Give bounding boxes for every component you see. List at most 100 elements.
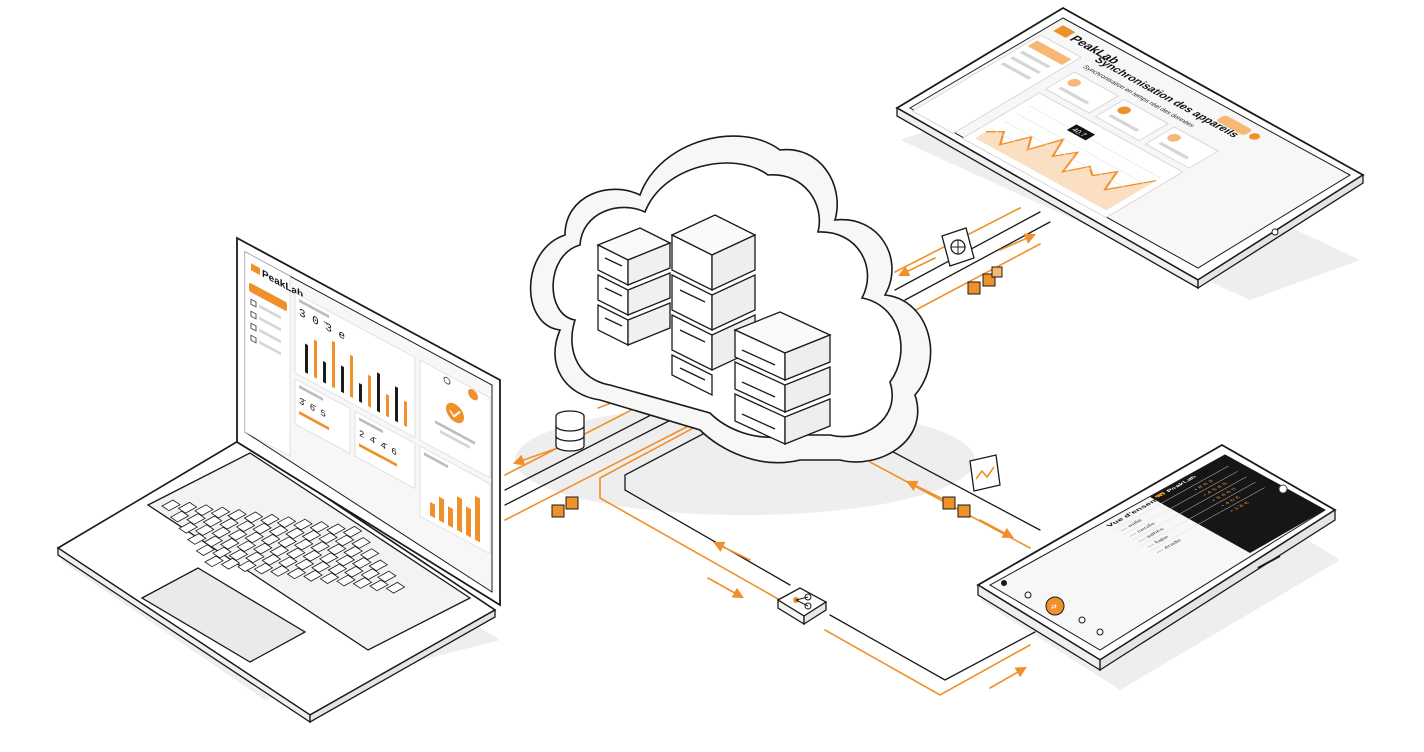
- keyboard-key[interactable]: [260, 513, 280, 526]
- keyboard-key[interactable]: [204, 555, 224, 568]
- keyboard-key[interactable]: [352, 557, 372, 569]
- phone-row-divider: [1122, 471, 1238, 536]
- keyboard-key[interactable]: [178, 521, 198, 534]
- phone-nav-icon-2[interactable]: [1024, 591, 1032, 599]
- keyboard-key[interactable]: [237, 560, 257, 572]
- keyboard-key[interactable]: [327, 563, 348, 576]
- keyboard-key[interactable]: [336, 574, 356, 587]
- keyboard-key[interactable]: [326, 523, 346, 536]
- keyboard-key[interactable]: [318, 532, 338, 544]
- keyboard-key[interactable]: [227, 509, 247, 521]
- settings-icon[interactable]: [443, 376, 451, 385]
- keyboard-key[interactable]: [310, 541, 330, 553]
- keyboard-key[interactable]: [360, 568, 381, 580]
- keyboard-key[interactable]: [343, 545, 363, 558]
- nav-icon-3[interactable]: [250, 322, 257, 332]
- arrow-to-tablet: [999, 233, 1037, 251]
- keyboard-key[interactable]: [212, 546, 232, 559]
- phone: PeakLab Vue d'ensemble 3 0̆ 5 € — mill̆è…: [976, 443, 1337, 672]
- keyboard-key[interactable]: [268, 525, 289, 537]
- keyboard-key[interactable]: [269, 545, 290, 557]
- phone-home-icon[interactable]: [1001, 580, 1007, 586]
- keyboard-key[interactable]: [252, 522, 272, 535]
- tablet-nav-active[interactable]: [1027, 40, 1072, 66]
- trackpad: [140, 567, 307, 663]
- keyboard-key[interactable]: [303, 569, 323, 582]
- keyboard-key[interactable]: [220, 537, 240, 550]
- keyboard-key[interactable]: [220, 557, 241, 570]
- phone-fab-button[interactable]: [1045, 596, 1065, 616]
- keyboard-key[interactable]: [293, 538, 314, 551]
- keyboard-key[interactable]: [194, 504, 214, 516]
- keyboard-key[interactable]: [309, 521, 330, 533]
- keyboard-key[interactable]: [195, 544, 216, 556]
- keyboard-key[interactable]: [351, 537, 371, 549]
- keyboard-key[interactable]: [227, 529, 248, 541]
- keyboard-key[interactable]: [253, 562, 274, 575]
- keyboard-key[interactable]: [293, 518, 313, 531]
- keyboard-key[interactable]: [243, 511, 264, 524]
- cloud-server: [529, 135, 932, 464]
- tablet-action-button[interactable]: [1215, 115, 1253, 136]
- keyboard-key[interactable]: [236, 540, 257, 552]
- keyboard-key[interactable]: [161, 499, 181, 512]
- keyboard-key[interactable]: [203, 535, 224, 548]
- keyboard-key[interactable]: [385, 581, 406, 594]
- keyboard-key[interactable]: [359, 548, 380, 560]
- keyboard-key[interactable]: [245, 551, 265, 564]
- laptop-mini-bar: [430, 501, 435, 519]
- sidebar-item-active[interactable]: [249, 282, 287, 311]
- keyboard-key[interactable]: [228, 549, 249, 561]
- menu-icon[interactable]: [250, 298, 257, 308]
- keyboard-key[interactable]: [342, 525, 363, 538]
- keyboard-key[interactable]: [344, 565, 364, 578]
- keyboard-key[interactable]: [194, 524, 215, 536]
- arrow-to-phone: [979, 519, 1014, 539]
- keyboard-key[interactable]: [210, 506, 231, 519]
- keyboard-key[interactable]: [219, 517, 239, 530]
- keyboard-key[interactable]: [368, 559, 389, 572]
- keyboard-key[interactable]: [352, 577, 373, 589]
- tablet-chart-gridline: [1016, 113, 1149, 186]
- keyboard-key[interactable]: [177, 501, 198, 514]
- keyboard-key[interactable]: [286, 567, 307, 580]
- keyboard-key[interactable]: [253, 542, 273, 555]
- keyboard-key[interactable]: [169, 510, 190, 523]
- keyboard-key[interactable]: [278, 556, 298, 568]
- nav-icon-2[interactable]: [250, 310, 257, 320]
- keyboard-key[interactable]: [276, 516, 297, 528]
- phone-row-divider: [1149, 487, 1265, 552]
- keyboard-key[interactable]: [286, 547, 306, 560]
- tablet-avatar[interactable]: [1247, 132, 1263, 141]
- keyboard-key[interactable]: [319, 552, 339, 564]
- keyboard-key[interactable]: [311, 561, 331, 573]
- keyboard-key[interactable]: [211, 526, 231, 539]
- keyboard-key[interactable]: [186, 513, 206, 525]
- link-cloud-laptop-c: [504, 414, 711, 521]
- keyboard-key[interactable]: [187, 533, 207, 545]
- bell-icon[interactable]: [468, 387, 478, 402]
- keyboard-keys: [161, 499, 406, 594]
- link-cloud-phone-a: [879, 444, 1041, 531]
- keyboard-key[interactable]: [319, 572, 340, 584]
- keyboard-key[interactable]: [334, 534, 355, 547]
- keyboard-key[interactable]: [326, 543, 347, 556]
- keyboard-key[interactable]: [260, 533, 281, 546]
- phone-nav-icon-4[interactable]: [1096, 628, 1104, 636]
- keyboard-key[interactable]: [335, 554, 356, 567]
- keyboard-key[interactable]: [302, 549, 323, 562]
- keyboard-key[interactable]: [285, 527, 305, 540]
- keyboard-key[interactable]: [235, 520, 256, 532]
- keyboard-key[interactable]: [277, 536, 297, 548]
- keyboard-key[interactable]: [244, 531, 264, 544]
- keyboard-key[interactable]: [261, 553, 282, 566]
- keyboard-key[interactable]: [294, 558, 315, 571]
- keyboard-key[interactable]: [202, 515, 223, 528]
- arrow-to-cloud-3: [905, 480, 946, 501]
- phone-nav-icon-3[interactable]: [1078, 616, 1086, 624]
- keyboard-key[interactable]: [301, 529, 322, 542]
- nav-icon-4[interactable]: [250, 334, 257, 344]
- keyboard-key[interactable]: [369, 579, 389, 592]
- keyboard-key[interactable]: [377, 570, 397, 583]
- keyboard-key[interactable]: [270, 565, 290, 577]
